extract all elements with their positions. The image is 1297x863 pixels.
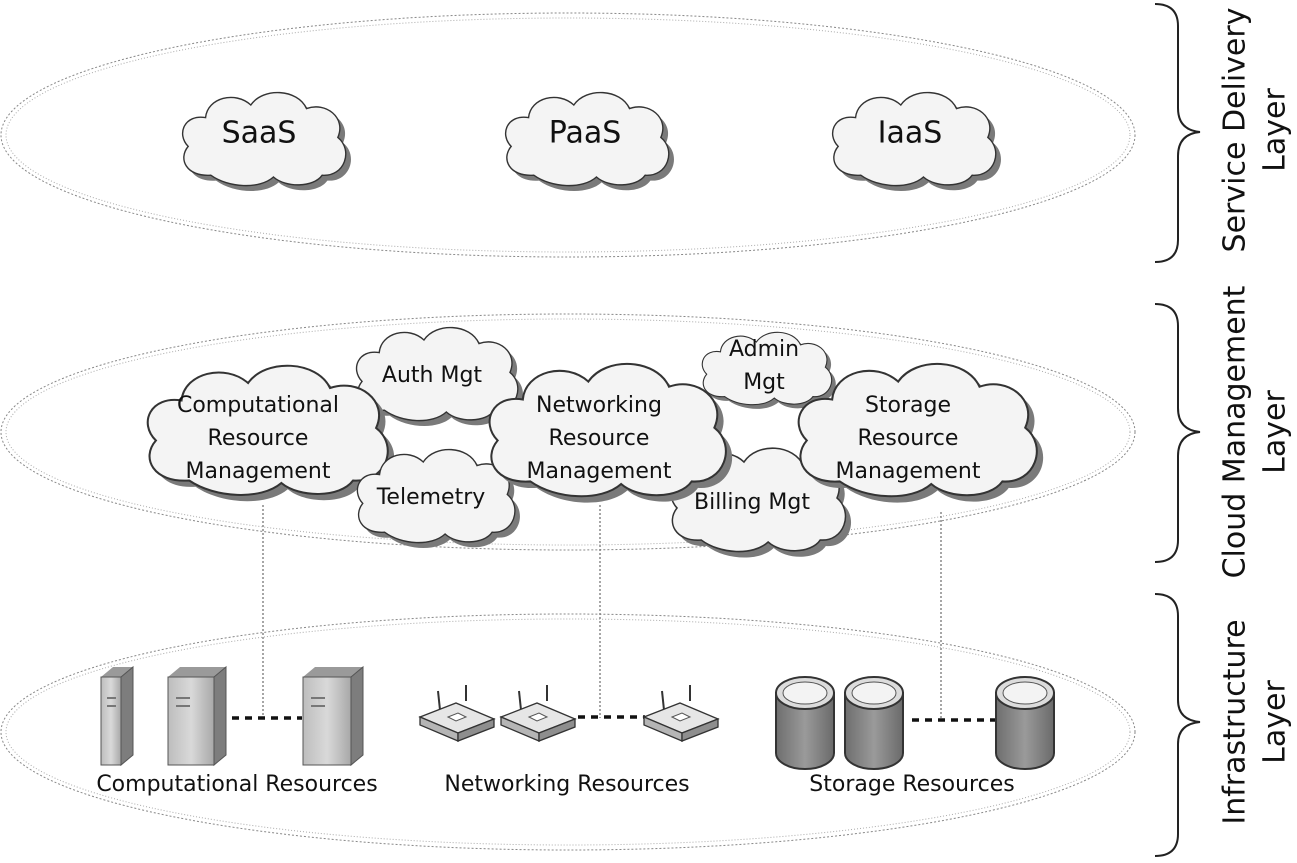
server-icon <box>100 665 134 767</box>
networking-resources-label: Networking Resources <box>444 772 689 797</box>
computational-rm-label-line3: Management <box>186 459 331 484</box>
server-icon <box>302 665 364 767</box>
infrastructure-brace <box>1154 593 1201 857</box>
billing-mgt-cloud: Billing Mgt <box>670 447 852 558</box>
management-to-infrastructure-connectors <box>262 505 942 718</box>
computational-resource-management-cloud: Computational Resource Management <box>146 364 395 502</box>
router-icon <box>499 685 577 742</box>
computational-rm-label-line2: Resource <box>208 426 309 451</box>
iaas-label: IaaS <box>878 116 943 151</box>
server-icon <box>167 665 227 767</box>
resource-dashed-links <box>232 715 995 722</box>
storage-rm-label-line2: Resource <box>858 426 959 451</box>
paas-cloud: PaaS <box>504 91 674 191</box>
computational-rm-label-line1: Computational <box>177 393 339 418</box>
paas-label: PaaS <box>549 116 622 151</box>
computational-resources-label: Computational Resources <box>96 772 377 797</box>
networking-rm-label-line2: Resource <box>549 426 650 451</box>
cloud-management-layer-ellipse <box>0 313 1136 551</box>
auth-mgt-cloud: Auth Mgt <box>355 326 523 426</box>
billing-mgt-label: Billing Mgt <box>694 490 810 515</box>
cloud-management-label-line1: Cloud Management <box>1218 285 1253 578</box>
saas-label: SaaS <box>222 116 297 151</box>
networking-rm-label-line3: Management <box>527 459 672 484</box>
admin-mgt-cloud: Admin Mgt <box>701 331 836 409</box>
database-icon <box>995 676 1055 770</box>
infrastructure-label-line2: Layer <box>1258 680 1293 764</box>
infrastructure-layer-label: Infrastructure Layer <box>1218 619 1293 824</box>
infrastructure-layer-ellipse <box>0 613 1136 851</box>
admin-mgt-label-line1: Admin <box>729 337 799 362</box>
iaas-cloud: IaaS <box>831 91 1001 191</box>
database-icon <box>775 676 835 770</box>
networking-rm-label-line1: Networking <box>536 393 662 418</box>
service-delivery-brace <box>1154 3 1201 263</box>
storage-resource-management-cloud: Storage Resource Management <box>797 362 1044 503</box>
admin-mgt-label-line2: Mgt <box>743 370 785 395</box>
storage-rm-label-line3: Management <box>836 459 981 484</box>
service-delivery-layer-ellipse <box>0 12 1136 258</box>
storage-rm-label-line1: Storage <box>865 393 951 418</box>
saas-cloud: SaaS <box>181 91 351 191</box>
database-icon <box>844 676 904 770</box>
router-icon <box>642 685 720 742</box>
service-delivery-label-line2: Layer <box>1258 88 1293 172</box>
cloud-management-layer-label: Cloud Management Layer <box>1218 285 1293 578</box>
service-delivery-label-line1: Service Delivery <box>1218 8 1253 253</box>
cloud-management-label-line2: Layer <box>1258 390 1293 474</box>
cloud-management-brace <box>1154 303 1201 563</box>
telemetry-label: Telemetry <box>376 485 486 510</box>
telemetry-cloud: Telemetry <box>356 448 520 548</box>
service-delivery-layer-label: Service Delivery Layer <box>1218 8 1293 253</box>
storage-resources-label: Storage Resources <box>809 772 1014 797</box>
router-icon <box>418 685 496 742</box>
networking-resource-management-cloud: Networking Resource Management <box>488 362 733 503</box>
infrastructure-label-line1: Infrastructure <box>1218 619 1253 824</box>
auth-mgt-label: Auth Mgt <box>382 363 483 388</box>
